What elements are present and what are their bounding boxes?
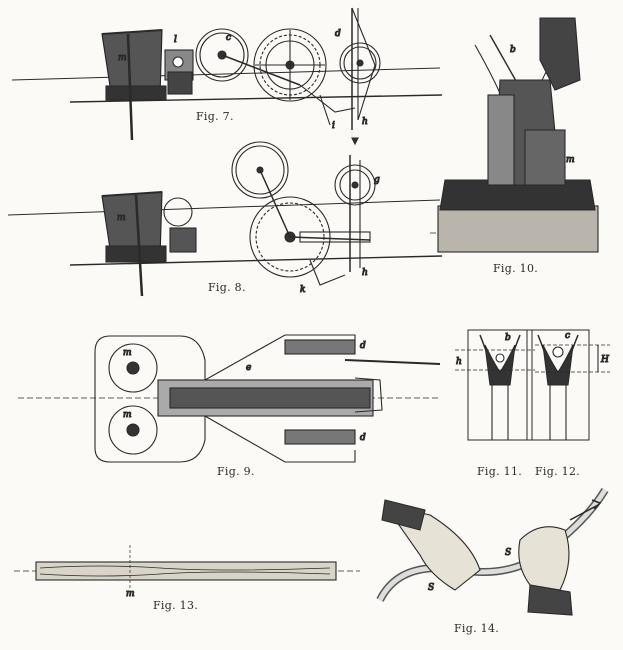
fig7-drawing (11, 7, 443, 146)
fig10-drawing (430, 17, 600, 253)
fig10-caption: Fig. 10. (493, 262, 539, 275)
fig8-caption: Fig. 8. (208, 281, 246, 294)
fig11-drawing (455, 329, 535, 441)
fig9-drawing (18, 334, 441, 463)
fig10-label-m: m (566, 155, 575, 165)
fig9-label-d-bottom: d (360, 433, 366, 443)
fig13-label-m: m (126, 589, 135, 599)
fig11-label-b: b (505, 333, 511, 343)
fig12-drawing (526, 329, 610, 441)
fig14-drawing (376, 487, 609, 616)
fig7-label-h: h (362, 117, 368, 127)
fig12-label-H: H (600, 355, 609, 365)
fig8-label-h: h (362, 268, 368, 278)
fig7-label-c: c (226, 33, 231, 43)
fig11-label-h: h (456, 357, 462, 367)
fig7-label-d: d (335, 29, 341, 39)
fig9-label-e: e (246, 363, 251, 373)
fig12-label-c: c (565, 331, 570, 341)
fig7-label-m: m (118, 53, 127, 63)
fig13-drawing (14, 545, 360, 590)
fig8-label-g: g (374, 175, 380, 185)
fig14-caption: Fig. 14. (454, 622, 500, 635)
fig9-caption: Fig. 9. (217, 465, 255, 478)
fig9-label-m-top: m (123, 348, 132, 358)
fig9-label-m-bottom: m (123, 410, 132, 420)
fig13-caption: Fig. 13. (153, 599, 199, 612)
fig12-caption: Fig. 12. (535, 465, 581, 478)
fig9-label-d-top: d (360, 341, 366, 351)
fig11-caption: Fig. 11. (477, 465, 523, 478)
fig8-label-m: m (117, 213, 126, 223)
fig14-label-s-right: S (505, 548, 511, 558)
fig14-label-s-left: S (428, 583, 434, 593)
fig7-caption: Fig. 7. (196, 110, 234, 123)
fig8-label-k: k (300, 285, 305, 295)
fig7-label-l: l (174, 35, 177, 45)
fig7-label-i: i (332, 121, 335, 131)
fig10-label-b: b (510, 45, 516, 55)
fig8-drawing (7, 141, 443, 297)
